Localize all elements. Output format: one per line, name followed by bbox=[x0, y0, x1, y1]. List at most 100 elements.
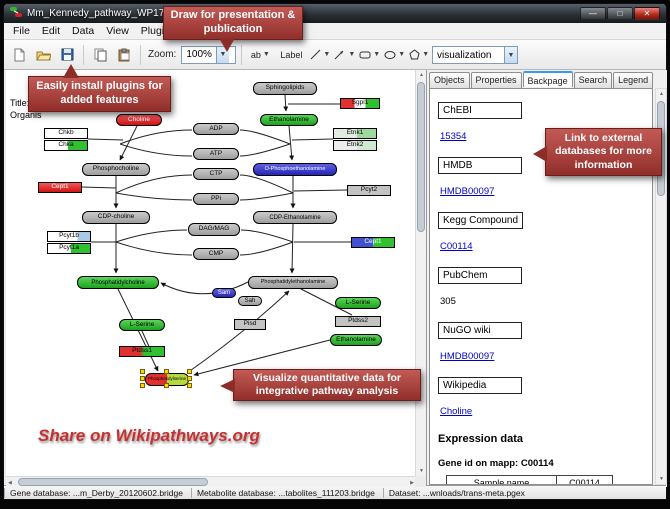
tab-legend[interactable]: Legend bbox=[613, 72, 654, 88]
tab-backpage[interactable]: Backpage bbox=[522, 71, 573, 87]
canvas-horizontal-scroll-thumb[interactable] bbox=[18, 478, 208, 486]
node-atp[interactable]: ATP bbox=[193, 148, 239, 160]
menu-view[interactable]: View bbox=[106, 25, 129, 37]
ellipse-tool-button[interactable]: ▼ bbox=[383, 44, 406, 66]
backpage-header-hmdb: HMDB bbox=[438, 157, 522, 174]
backpage-link-chebi[interactable]: 15354 bbox=[440, 131, 467, 142]
backpage-link-nugo-wiki[interactable]: HMDB00097 bbox=[440, 351, 495, 362]
node-chkb[interactable]: Chkb bbox=[44, 128, 88, 139]
node-o-phosphoethanolamine[interactable]: O-Phosphoethanolamine bbox=[253, 163, 337, 176]
node-ctp[interactable]: CTP bbox=[193, 168, 239, 180]
node-sphingolipids[interactable]: Sphingolipids bbox=[253, 82, 317, 95]
node-pcyt1a[interactable]: Pcyt1a bbox=[47, 243, 91, 254]
callout-text: Visualize quantitative data for integrat… bbox=[252, 371, 401, 397]
node-cmp[interactable]: CMP bbox=[193, 248, 239, 260]
label-tool-button[interactable]: Label bbox=[275, 44, 307, 66]
shapes-tool-button[interactable]: ▼ bbox=[408, 44, 430, 66]
node-cept1[interactable]: Cept1 bbox=[38, 182, 82, 193]
minimize-button[interactable]: — bbox=[580, 7, 606, 20]
node-adp[interactable]: ADP bbox=[193, 123, 239, 135]
selection-handle[interactable] bbox=[140, 376, 145, 381]
callout-install-plugins: Easily install plugins for added feature… bbox=[28, 64, 171, 112]
backpage-link-wikipedia[interactable]: Choline bbox=[440, 406, 473, 417]
copy-button[interactable] bbox=[89, 44, 111, 66]
selection-handle[interactable] bbox=[164, 369, 169, 374]
expression-cell: C00114 bbox=[556, 475, 613, 484]
node-ptdss1[interactable]: Ptdss1 bbox=[119, 346, 165, 357]
scroll-right-icon[interactable]: ▶ bbox=[410, 480, 414, 486]
node-sam[interactable]: Sam bbox=[212, 288, 236, 298]
menu-edit[interactable]: Edit bbox=[41, 25, 61, 37]
scroll-up-icon[interactable]: ▲ bbox=[659, 91, 664, 97]
node-ppi[interactable]: PPi bbox=[193, 193, 239, 205]
node-sah[interactable]: Sah bbox=[238, 296, 262, 306]
backpage-value-pubchem: 305 bbox=[440, 296, 456, 307]
node-ptdss2[interactable]: Ptdss2 bbox=[335, 316, 381, 327]
scroll-down-icon[interactable]: ▼ bbox=[659, 476, 664, 482]
canvas-horizontal-scrollbar[interactable]: ◀ ▶ bbox=[6, 476, 416, 487]
scroll-left-icon[interactable]: ◀ bbox=[8, 480, 12, 486]
canvas-vertical-scroll-thumb[interactable] bbox=[417, 82, 425, 232]
rectangle-tool-button[interactable]: ▼ bbox=[358, 44, 381, 66]
backpage-header-kegg-compound: Kegg Compound bbox=[438, 212, 524, 229]
selection-handle[interactable] bbox=[140, 383, 145, 388]
new-file-button[interactable] bbox=[8, 44, 30, 66]
chevron-down-icon: ▼ bbox=[422, 51, 430, 58]
scroll-up-icon[interactable]: ▲ bbox=[419, 72, 424, 78]
backpage-link-hmdb[interactable]: HMDB00097 bbox=[440, 186, 495, 197]
pathway-edges bbox=[81, 94, 353, 377]
backpage-link-kegg-compound[interactable]: C00114 bbox=[440, 241, 473, 252]
paste-button[interactable] bbox=[113, 44, 135, 66]
save-button[interactable] bbox=[56, 44, 78, 66]
node-chka[interactable]: Chka bbox=[44, 140, 88, 151]
pathway-canvas[interactable]: Title: Organis bbox=[6, 70, 427, 487]
line-tool-button[interactable]: ▼ bbox=[309, 44, 331, 66]
maximize-button[interactable]: □ bbox=[607, 7, 633, 20]
tab-search[interactable]: Search bbox=[573, 72, 613, 88]
node-phosphocholine[interactable]: Phosphocholine bbox=[82, 163, 150, 176]
node-pcyt2[interactable]: Pcyt2 bbox=[347, 185, 391, 196]
node-etnk2[interactable]: Etnk2 bbox=[333, 140, 377, 151]
node-etnk1[interactable]: Etnk1 bbox=[333, 128, 377, 139]
node-choline[interactable]: Choline bbox=[116, 114, 162, 126]
node-pcyt1b[interactable]: Pcyt1b bbox=[47, 231, 91, 242]
selection-handle[interactable] bbox=[187, 383, 192, 388]
open-file-button[interactable] bbox=[32, 44, 54, 66]
arrow-tool-button[interactable]: ▼ bbox=[333, 44, 356, 66]
menu-file[interactable]: File bbox=[13, 25, 30, 37]
node-ethanolamine[interactable]: Ethanolamine bbox=[330, 334, 382, 346]
node-cdp-choline[interactable]: CDP-choline bbox=[82, 211, 150, 224]
tab-objects[interactable]: Objects bbox=[429, 72, 470, 88]
pathway-title-label: Title: bbox=[10, 98, 30, 108]
canvas-vertical-scrollbar[interactable]: ▲ ▼ bbox=[415, 70, 426, 476]
node-ethanolamine[interactable]: Ethanolamine bbox=[260, 114, 318, 126]
node-dag-mag[interactable]: DAG/MAG bbox=[188, 223, 240, 236]
scroll-down-icon[interactable]: ▼ bbox=[419, 468, 424, 474]
selection-handle[interactable] bbox=[140, 369, 145, 374]
status-dataset: Dataset: ...wnloads/trans-meta.pgex bbox=[382, 487, 533, 498]
node-phosphatidylethanolamine[interactable]: Phosphatidylethanolamine bbox=[248, 276, 338, 289]
datanode-tool-button[interactable]: ab▼ bbox=[247, 44, 273, 66]
tab-properties[interactable]: Properties bbox=[470, 72, 522, 88]
title-bar[interactable]: Mm_Kennedy_pathway_WP1771_45176.gpml — □… bbox=[4, 4, 666, 23]
selection-handle[interactable] bbox=[187, 376, 192, 381]
node-pisd[interactable]: Pisd bbox=[234, 319, 266, 330]
zoom-value: 100% bbox=[186, 49, 212, 60]
callout-pointer-up bbox=[63, 64, 79, 78]
node-l-serine[interactable]: L-Serine bbox=[119, 319, 165, 331]
visualization-combobox[interactable]: visualization ▼ bbox=[432, 46, 518, 64]
node-cept1[interactable]: Cept1 bbox=[351, 237, 395, 248]
selection-handle[interactable] bbox=[187, 369, 192, 374]
node-cdp-ethanolamine[interactable]: CDP-Ethanolamine bbox=[253, 211, 337, 224]
node-l-serine[interactable]: L-Serine bbox=[335, 297, 381, 309]
node-sgpl1[interactable]: Sgpl1 bbox=[340, 98, 380, 109]
menu-data[interactable]: Data bbox=[72, 25, 95, 37]
expression-cell: Sample name bbox=[446, 475, 557, 484]
selection-handle[interactable] bbox=[164, 383, 169, 388]
node-phosphatidylcholine[interactable]: Phosphatidylcholine bbox=[77, 276, 159, 289]
close-button[interactable]: ✕ bbox=[634, 7, 660, 20]
chevron-down-icon: ▼ bbox=[373, 51, 381, 58]
